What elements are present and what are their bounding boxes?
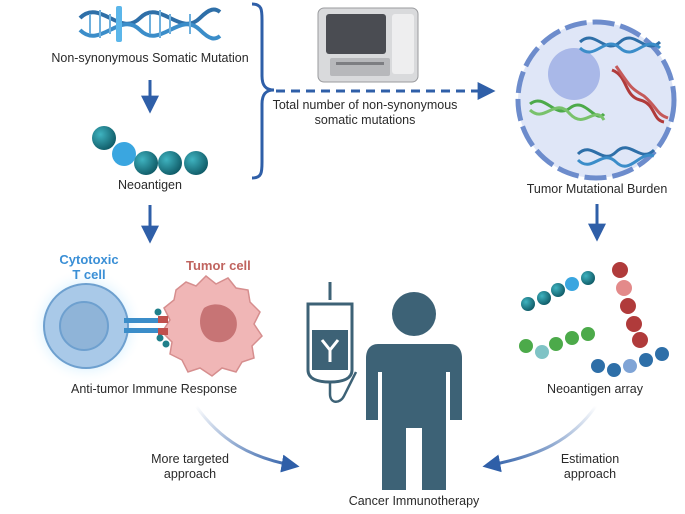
estimation-line1: Estimation — [560, 452, 620, 466]
arrow-targeted-approach — [194, 405, 300, 473]
targeted-line1: More targeted — [151, 452, 229, 466]
cytotoxic-line1: Cytotoxic — [59, 252, 119, 267]
estimation-approach-label: Estimation approach — [561, 452, 619, 482]
t-cell — [28, 268, 158, 384]
antibody-icon — [320, 339, 340, 362]
tumor-cell-label: Tumor cell — [186, 258, 251, 273]
estimation-line2: approach — [563, 467, 617, 481]
immunotherapy-label: Cancer Immunotherapy — [348, 494, 480, 508]
neoantigen-label: Neoantigen — [118, 178, 182, 192]
tmb-label: Tumor Mutational Burden — [526, 182, 668, 196]
sequencer-icon — [317, 7, 419, 83]
cytotoxic-line2: T cell — [72, 267, 106, 282]
mutation-label: Non-synonymous Somatic Mutation — [51, 51, 249, 65]
targeted-approach-label: More targeted approach — [151, 452, 229, 482]
tumor-cell-dna — [515, 19, 677, 181]
total-mutations-label: Total number of non-synonymous somatic m… — [273, 98, 458, 128]
dna-green-icon — [528, 99, 606, 121]
neoantigen-beads — [92, 126, 208, 175]
dna-helix-icon — [78, 6, 222, 42]
total-mutations-line2: somatic mutations — [314, 113, 416, 127]
neoantigen-array — [519, 262, 669, 377]
person-icon — [366, 292, 462, 490]
total-mutations-line1: Total number of non-synonymous — [272, 98, 458, 112]
immune-response-label: Anti-tumor Immune Response — [70, 382, 238, 396]
neoantigen-array-label: Neoantigen array — [547, 382, 643, 396]
cytotoxic-t-cell-label: Cytotoxic T cell — [52, 252, 126, 282]
dna-blue-icon — [578, 36, 662, 54]
dna-blue2-icon — [576, 146, 656, 168]
curly-bracket — [251, 2, 275, 180]
arrow-estimation-approach — [482, 405, 598, 473]
iv-bag-icon — [306, 282, 358, 403]
dna-red-icon — [611, 65, 669, 124]
tumor-cell — [154, 274, 263, 377]
targeted-line2: approach — [163, 467, 217, 481]
